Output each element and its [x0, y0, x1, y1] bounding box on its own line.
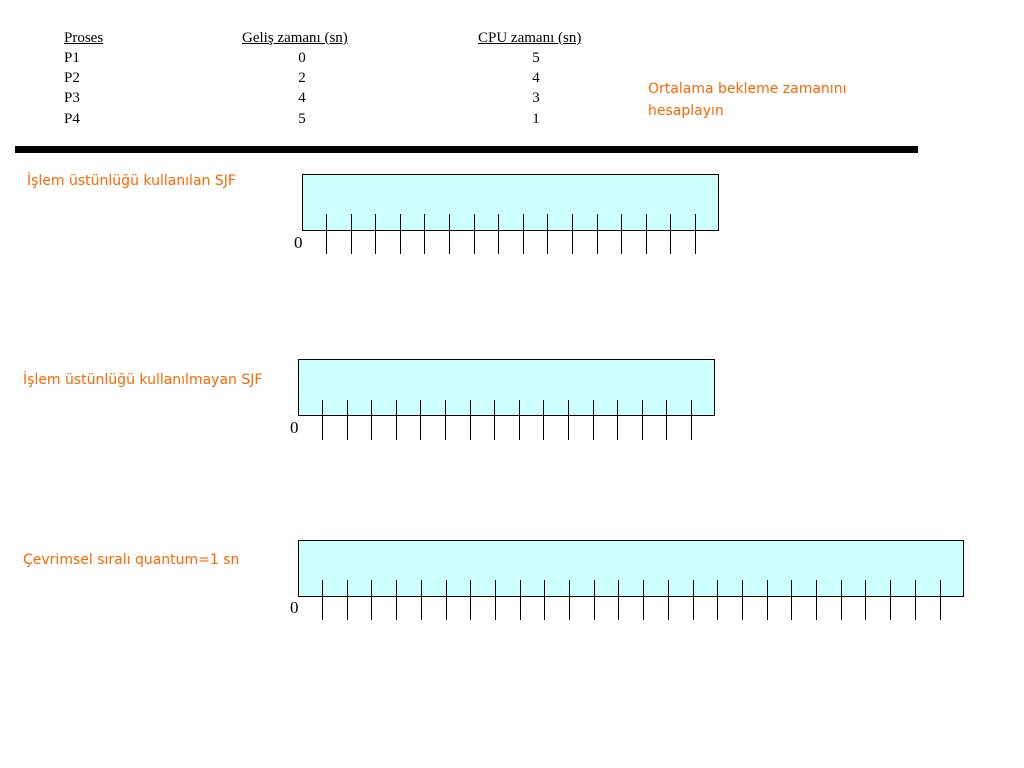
tick-mark [371, 400, 372, 440]
tick-mark [618, 580, 619, 620]
header-proses: Proses [64, 30, 104, 46]
tick-mark [646, 214, 647, 254]
time-zero-label: 0 [294, 233, 303, 252]
row-p1-arrival: 0 [298, 50, 306, 66]
tick-mark [494, 400, 495, 440]
instruction-line-2: hesaplayın [648, 103, 724, 119]
tick-mark [347, 400, 348, 440]
time-zero-label: 0 [290, 598, 299, 617]
tick-mark [322, 400, 323, 440]
tick-mark [474, 214, 475, 254]
tick-mark [841, 580, 842, 620]
row-p1-name: P1 [64, 50, 80, 66]
tick-mark [420, 400, 421, 440]
tick-mark [693, 580, 694, 620]
tick-mark [326, 214, 327, 254]
tick-mark [495, 580, 496, 620]
tick-mark [594, 580, 595, 620]
tick-mark [396, 580, 397, 620]
tick-mark [572, 214, 573, 254]
row-p1-cpu: 5 [532, 50, 540, 66]
tick-mark [446, 580, 447, 620]
tick-mark [375, 214, 376, 254]
instruction-note: Ortalama bekleme zamanını hesaplayın [648, 78, 846, 122]
row-p4-name: P4 [64, 111, 80, 127]
tick-mark [643, 580, 644, 620]
tick-mark [666, 400, 667, 440]
tick-mark [520, 580, 521, 620]
tick-mark [816, 580, 817, 620]
tick-mark [617, 400, 618, 440]
gantt-bar [298, 359, 715, 416]
tick-mark [695, 214, 696, 254]
row-p3-cpu: 3 [532, 90, 540, 106]
tick-mark [421, 580, 422, 620]
header-gelis-zamani: Geliş zamanı (sn) [242, 30, 348, 46]
header-cpu-zamani: CPU zamanı (sn) [478, 30, 582, 46]
tick-mark [396, 400, 397, 440]
tick-mark [351, 214, 352, 254]
tick-mark [523, 214, 524, 254]
tick-mark [449, 214, 450, 254]
gantt-label: İşlem üstünlüğü kullanılmayan SJF [23, 372, 263, 388]
tick-mark [668, 580, 669, 620]
tick-mark [670, 214, 671, 254]
row-p4-arrival: 5 [298, 111, 306, 127]
gantt-label: İşlem üstünlüğü kullanılan SJF [27, 173, 236, 189]
tick-mark [544, 580, 545, 620]
tick-mark [767, 580, 768, 620]
tick-mark [347, 580, 348, 620]
tick-mark [445, 400, 446, 440]
tick-mark [597, 214, 598, 254]
row-p3-arrival: 4 [298, 90, 306, 106]
section-divider [15, 146, 918, 153]
tick-mark [890, 580, 891, 620]
tick-mark [865, 580, 866, 620]
gantt-bar [302, 174, 719, 231]
tick-mark [940, 580, 941, 620]
row-p2-arrival: 2 [298, 70, 306, 86]
tick-mark [424, 214, 425, 254]
tick-mark [400, 214, 401, 254]
gantt-label: Çevrimsel sıralı quantum=1 sn [23, 552, 240, 568]
tick-mark [519, 400, 520, 440]
tick-mark [371, 580, 372, 620]
tick-mark [717, 580, 718, 620]
tick-mark [470, 580, 471, 620]
tick-mark [470, 400, 471, 440]
row-p4-cpu: 1 [532, 111, 540, 127]
row-p2-cpu: 4 [532, 70, 540, 86]
time-zero-label: 0 [290, 418, 299, 437]
tick-mark [621, 214, 622, 254]
tick-mark [569, 580, 570, 620]
tick-mark [915, 580, 916, 620]
instruction-line-1: Ortalama bekleme zamanını [648, 81, 847, 97]
gantt-bar [298, 540, 964, 597]
tick-mark [322, 580, 323, 620]
row-p3-name: P3 [64, 90, 80, 106]
tick-mark [791, 580, 792, 620]
tick-mark [691, 400, 692, 440]
tick-mark [593, 400, 594, 440]
tick-mark [642, 400, 643, 440]
tick-mark [568, 400, 569, 440]
row-p2-name: P2 [64, 70, 80, 86]
tick-mark [742, 580, 743, 620]
tick-mark [547, 214, 548, 254]
tick-mark [543, 400, 544, 440]
tick-mark [498, 214, 499, 254]
